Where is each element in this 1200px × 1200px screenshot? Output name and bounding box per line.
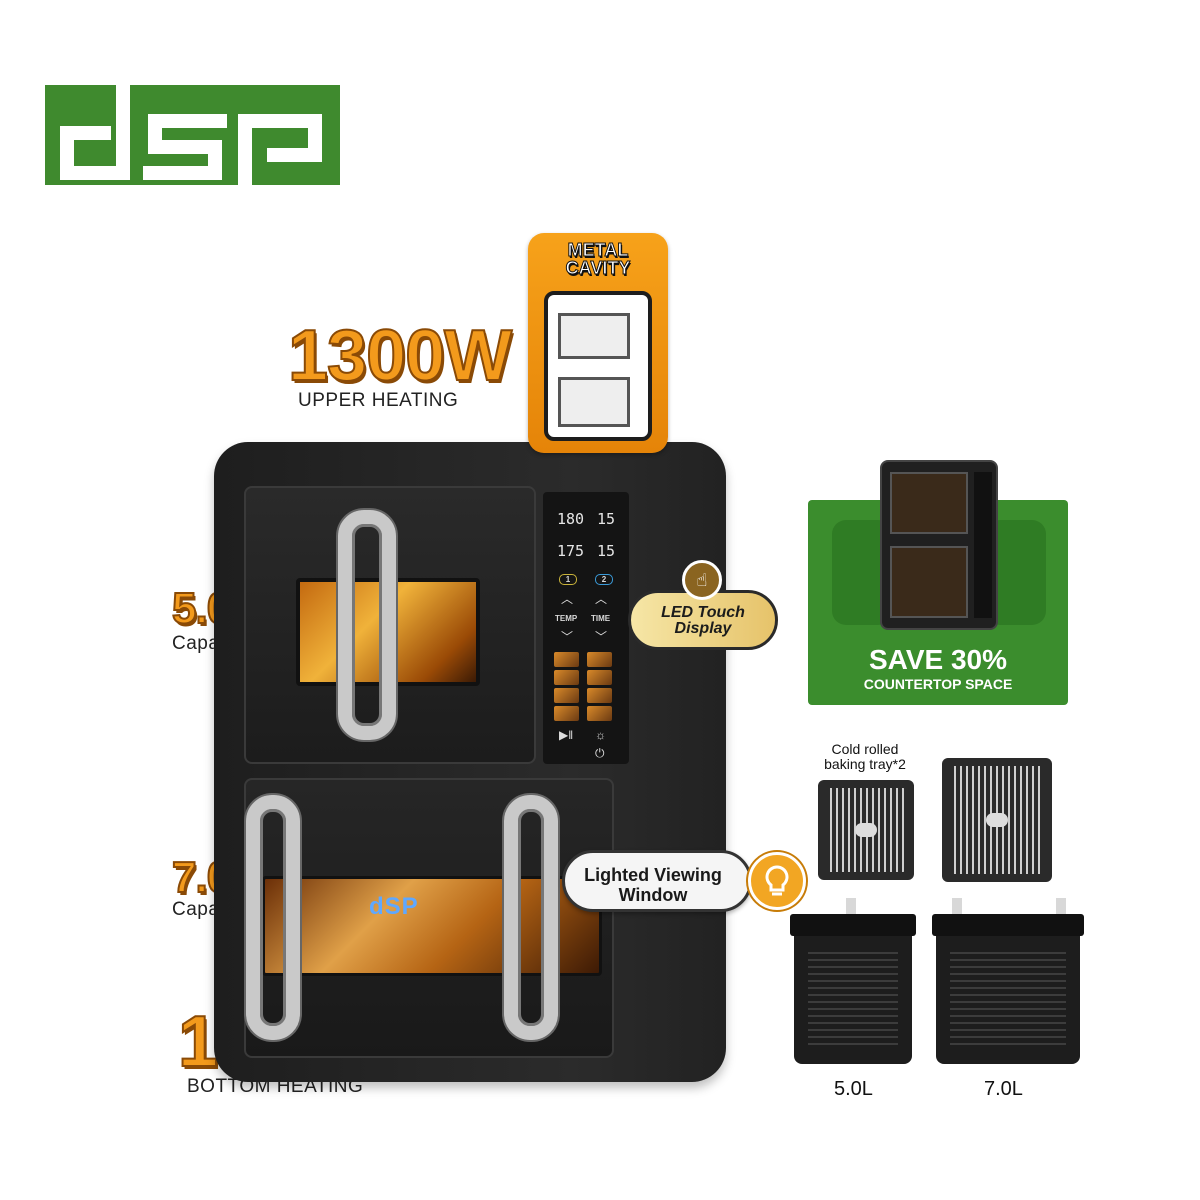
temp-up-icon: ︿ (561, 592, 574, 606)
tray-caption: Cold rolled baking tray*2 (805, 742, 925, 772)
metal-cavity-title: METAL CAVITY (528, 240, 668, 278)
metal-cavity-image (544, 291, 652, 441)
dsp-logo-mark (60, 83, 322, 205)
basket-large (932, 898, 1084, 1064)
led-control-panel: 180 15 175 15 1 2 ︿ ︿ TEMP TIME ﹀ ﹀ ▶‖ ☼… (543, 492, 629, 764)
metal-cavity-line1: METAL (567, 240, 629, 260)
preset-pizza-icon (554, 670, 579, 685)
preset-fries-icon (554, 652, 579, 667)
compact-fryer-thumbnail (880, 460, 998, 630)
light-line2: Window (618, 885, 688, 905)
basket-large-label: 7.0L (984, 1078, 1023, 1100)
preset-cake-icon (587, 706, 612, 721)
preset-fish-icon (554, 688, 579, 703)
baking-tray-small (818, 780, 914, 880)
preset-vegetable-icon (554, 706, 579, 721)
play-pause-icon: ▶‖ (559, 728, 574, 742)
preset-chicken-icon (587, 670, 612, 685)
led-touch-display-badge: LED Touch Display (628, 590, 778, 650)
metal-cavity-badge: METAL CAVITY (528, 233, 668, 453)
upper-drawer-handle (338, 510, 396, 740)
light-icon: ☼ (595, 728, 606, 742)
lower-drawer-handle-left (246, 795, 300, 1040)
temp-down-icon: ﹀ (561, 630, 574, 644)
lower-drawer-handle-right (504, 795, 558, 1040)
preset-steak-icon (587, 652, 612, 667)
power-icon: ⏻ (595, 746, 605, 760)
tray-caption-line2: baking tray*2 (824, 756, 906, 772)
led-line2: Display (674, 620, 732, 637)
touch-hand-icon: ☝ (682, 560, 722, 600)
save-title: SAVE 30% (869, 644, 1007, 675)
temp-label: TEMP (555, 614, 578, 623)
tray-caption-line1: Cold rolled (831, 741, 899, 757)
lower-temp-readout: 175 (557, 542, 585, 560)
time-label: TIME (591, 614, 611, 623)
upper-power-label: UPPER HEATING (298, 390, 459, 411)
upper-temp-readout: 180 (557, 510, 585, 528)
light-bulb-icon (748, 852, 806, 910)
save-subtitle: COUNTERTOP SPACE (863, 676, 1013, 692)
upper-power-value: 1300W (287, 316, 513, 396)
time-down-icon: ﹀ (595, 630, 608, 644)
metal-cavity-line2: CAVITY (565, 258, 631, 278)
zone-2-button: 2 (595, 574, 613, 585)
window-dsp-logo: dSP (369, 893, 419, 920)
basket-small (790, 898, 916, 1064)
zone-1-button: 1 (559, 574, 577, 585)
preset-shrimp-icon (587, 688, 612, 703)
dsp-logo (45, 83, 340, 205)
lighted-window-badge: Lighted Viewing Window (562, 850, 752, 912)
basket-small-label: 5.0L (834, 1078, 873, 1100)
baking-tray-large (942, 758, 1052, 882)
lower-time-readout: 15 (597, 542, 616, 560)
time-up-icon: ︿ (595, 592, 608, 606)
led-line1: LED Touch (661, 604, 745, 621)
light-line1: Lighted Viewing (584, 865, 722, 885)
upper-time-readout: 15 (597, 510, 616, 528)
